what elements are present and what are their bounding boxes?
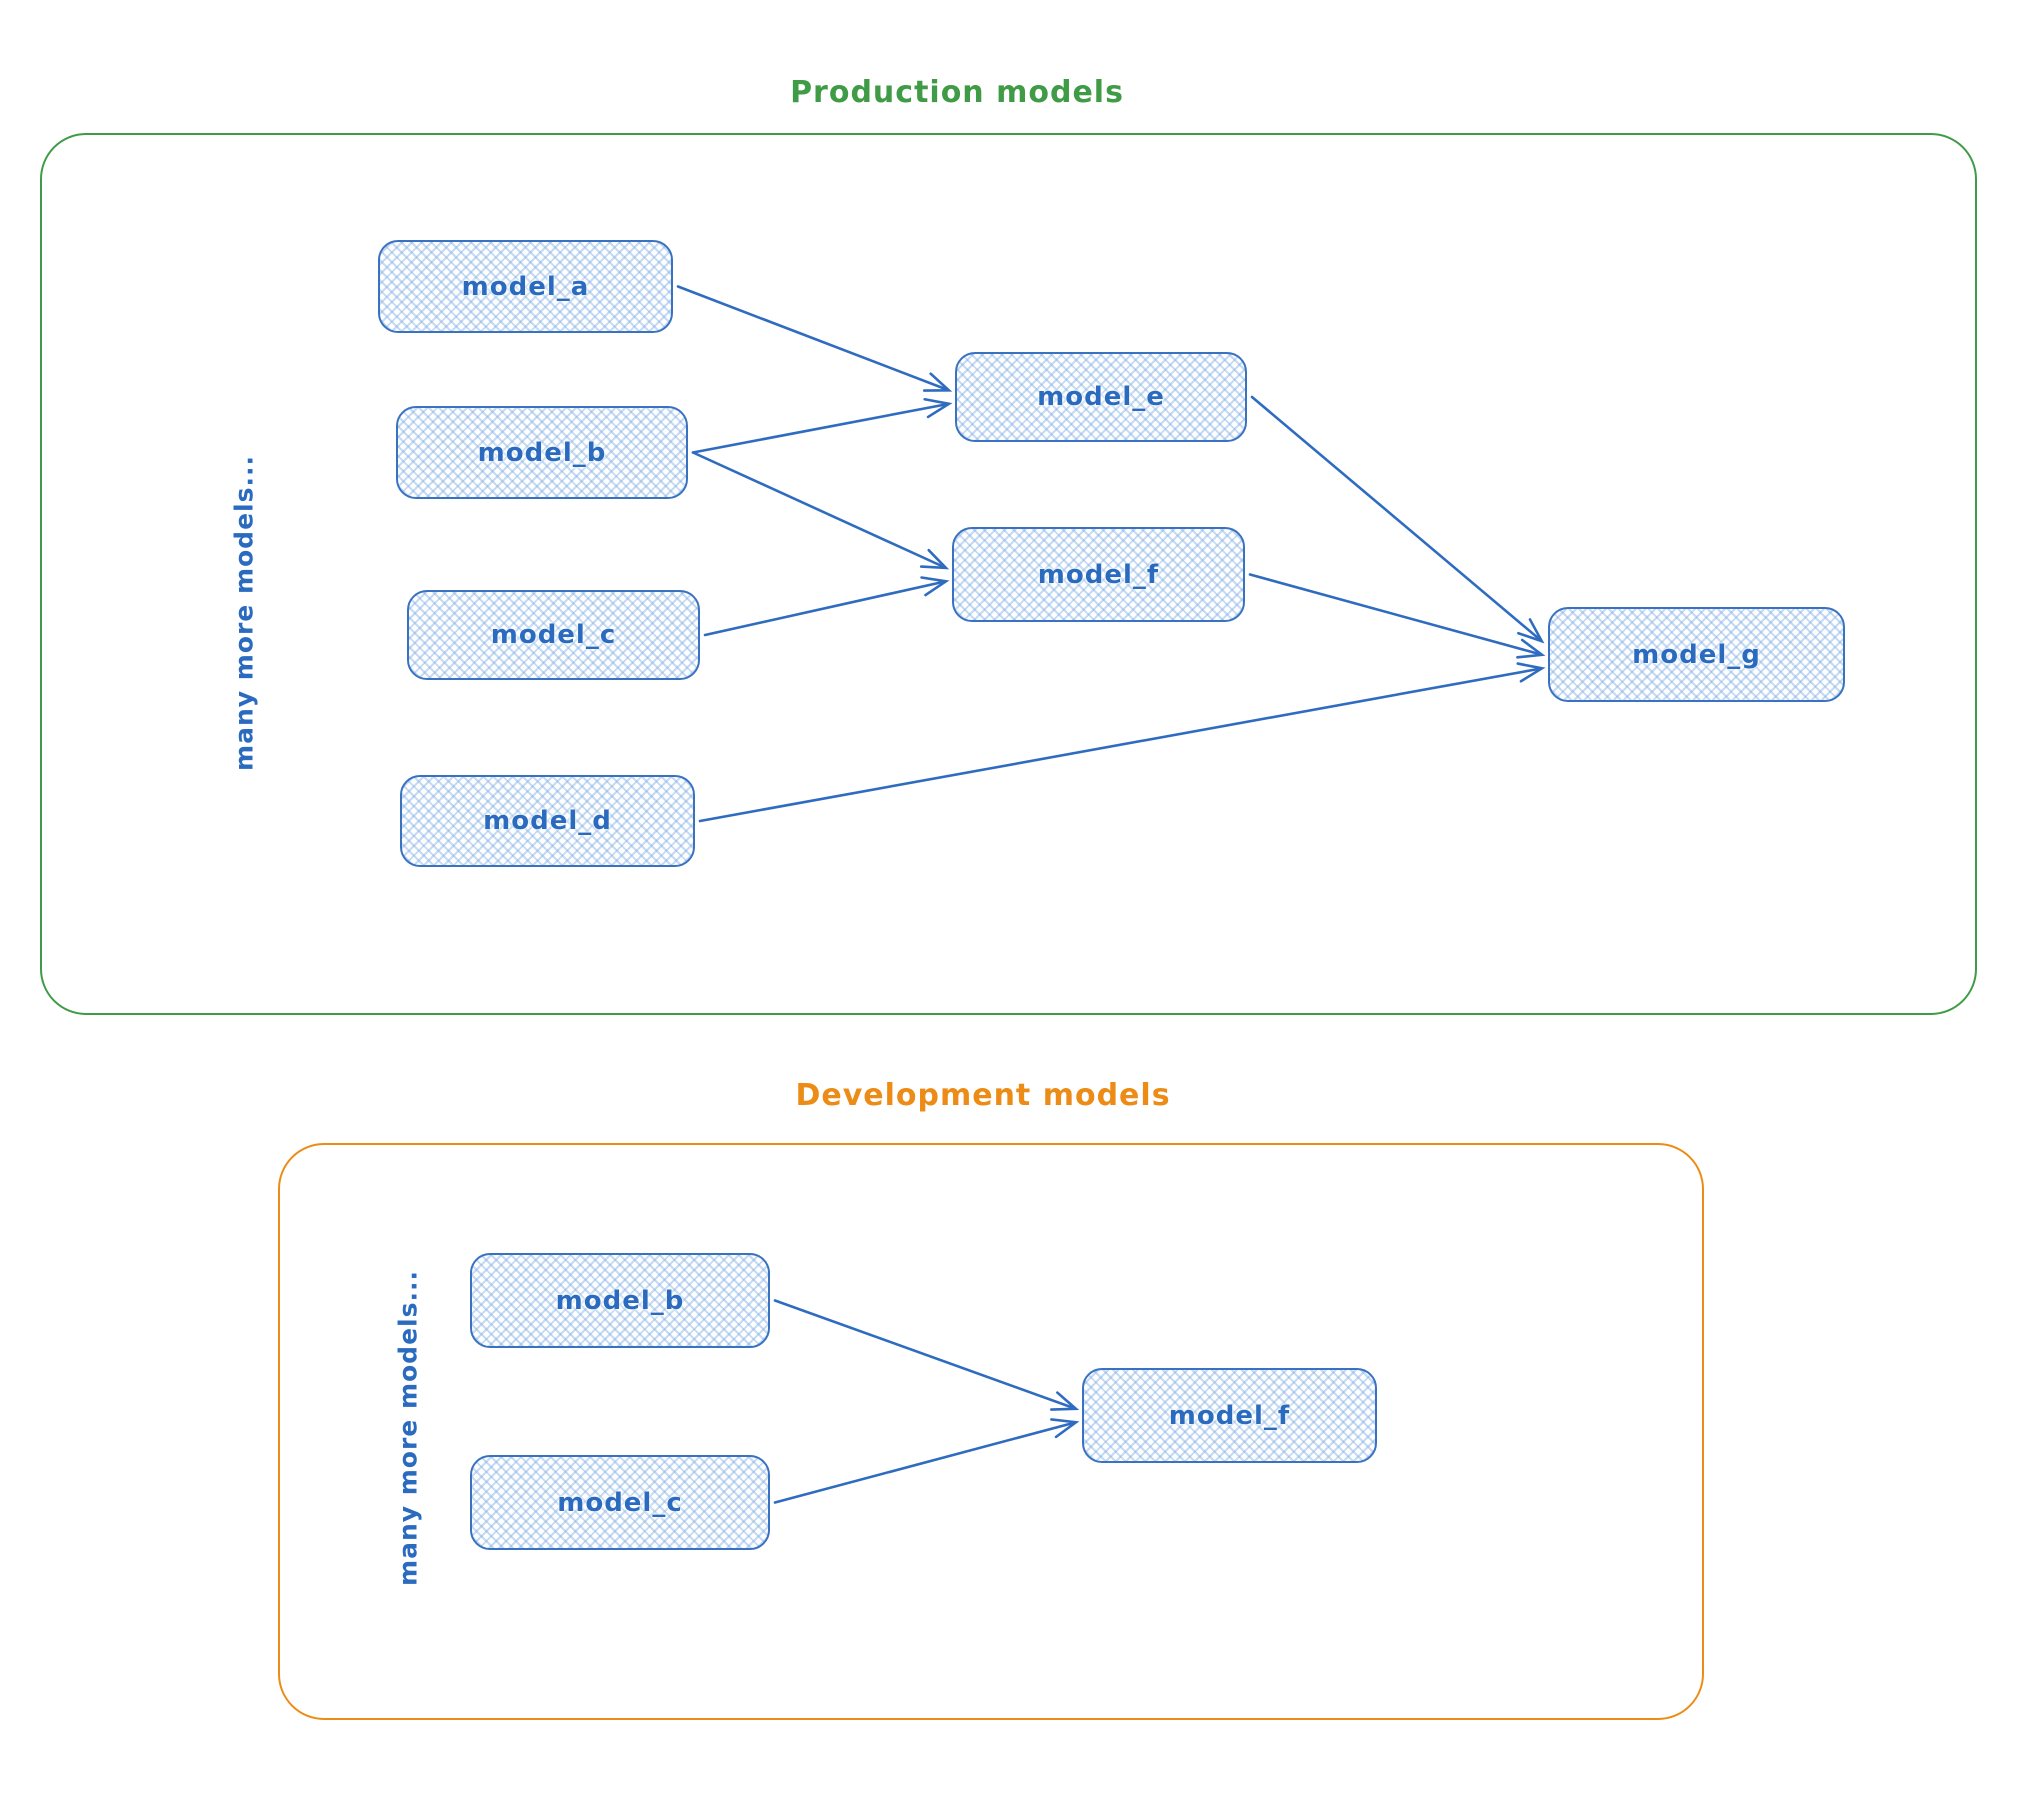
node-model-c[interactable]: model_c <box>407 590 700 680</box>
node-label-model-a: model_a <box>461 271 590 302</box>
production-container <box>40 133 1977 1015</box>
node-model-b[interactable]: model_b <box>396 406 688 499</box>
production-title: Production models <box>790 75 1124 110</box>
development-title: Development models <box>795 1078 1171 1113</box>
node-model-g[interactable]: model_g <box>1548 607 1845 702</box>
node-label-model-b: model_b <box>477 437 607 468</box>
node-label-dev-model-b: model_b <box>555 1285 685 1316</box>
development-side-label: many more models... <box>393 1270 423 1586</box>
node-label-dev-model-c: model_c <box>557 1487 683 1518</box>
node-label-dev-model-f: model_f <box>1168 1400 1291 1431</box>
node-label-model-e: model_e <box>1037 382 1165 412</box>
node-dev-model-b[interactable]: model_b <box>470 1253 770 1348</box>
node-dev-model-f[interactable]: model_f <box>1082 1368 1377 1463</box>
development-container <box>278 1143 1704 1720</box>
node-model-e[interactable]: model_e <box>955 352 1247 442</box>
node-model-f[interactable]: model_f <box>952 527 1245 622</box>
node-model-d[interactable]: model_d <box>400 775 695 867</box>
node-label-model-g: model_g <box>1632 639 1761 670</box>
node-dev-model-c[interactable]: model_c <box>470 1455 770 1550</box>
node-model-a[interactable]: model_a <box>378 240 673 333</box>
node-label-model-c: model_c <box>490 620 617 650</box>
node-label-model-d: model_d <box>483 806 612 836</box>
production-side-label: many more models... <box>229 455 259 771</box>
node-label-model-f: model_f <box>1037 559 1160 590</box>
